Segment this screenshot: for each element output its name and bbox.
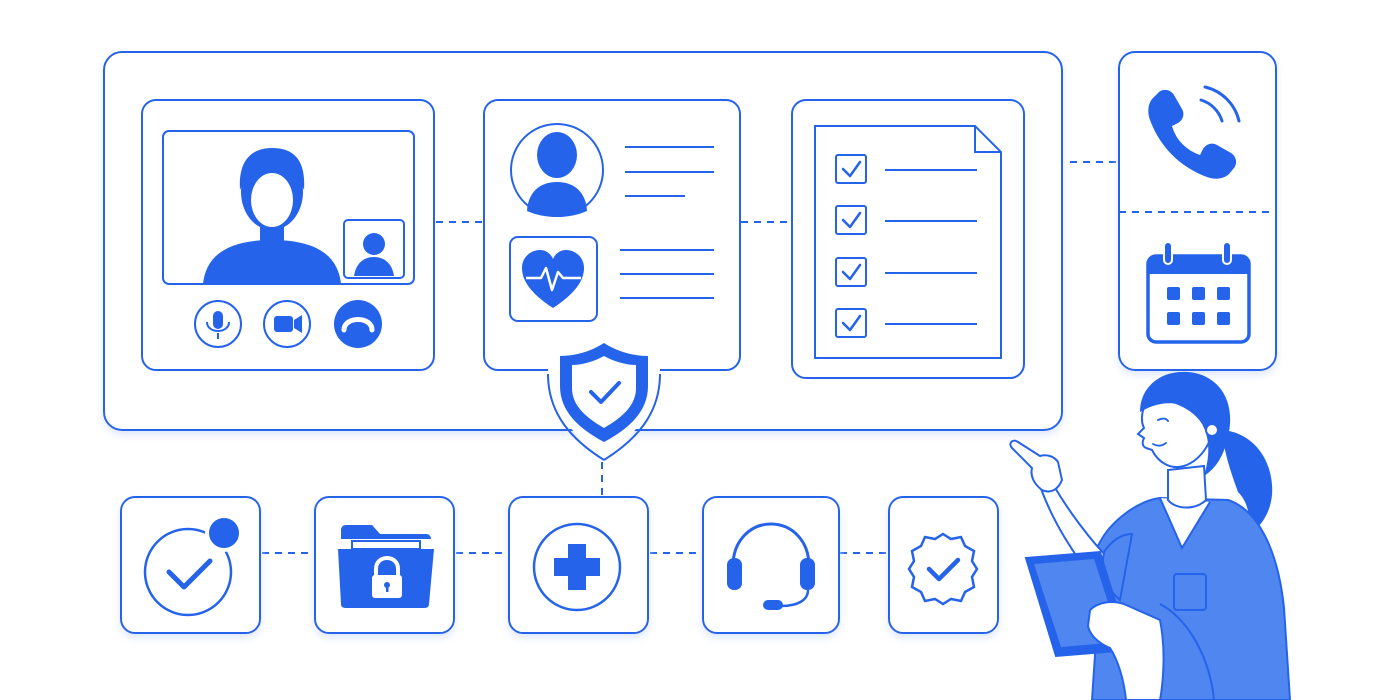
calendar-icon bbox=[1146, 241, 1251, 344]
checklist-card bbox=[791, 99, 1025, 379]
microphone-button[interactable] bbox=[194, 300, 242, 348]
video-call-card bbox=[141, 99, 435, 371]
checklist-item[interactable] bbox=[835, 257, 977, 287]
document-icon bbox=[814, 125, 1002, 359]
heart-rate-frame bbox=[509, 236, 598, 322]
checklist-item[interactable] bbox=[835, 308, 977, 338]
phone-call-icon bbox=[1148, 89, 1237, 179]
patient-profile-card bbox=[483, 99, 741, 371]
headset-tile[interactable] bbox=[702, 496, 840, 634]
scrub-pocket bbox=[1173, 573, 1207, 611]
verified-badge-tile[interactable] bbox=[888, 496, 999, 634]
checkbox-checked-icon bbox=[841, 314, 862, 332]
checkbox-checked-icon bbox=[841, 211, 862, 229]
security-badge bbox=[547, 338, 661, 461]
shield-check-icon bbox=[560, 343, 648, 442]
locked-folder-tile[interactable] bbox=[314, 496, 455, 634]
checkbox-checked-icon bbox=[841, 160, 862, 178]
patient-avatar-icon bbox=[527, 132, 587, 217]
headset-icon bbox=[727, 522, 815, 610]
check-circle-notification-icon bbox=[143, 514, 243, 617]
phone-call-button[interactable] bbox=[1148, 85, 1241, 179]
camera-icon bbox=[274, 315, 302, 333]
verified-badge-icon bbox=[907, 532, 979, 606]
self-avatar-icon bbox=[354, 233, 394, 276]
hang-up-button[interactable] bbox=[334, 300, 382, 348]
locked-folder-icon bbox=[338, 525, 434, 608]
heart-rate-icon bbox=[522, 250, 584, 308]
microphone-icon bbox=[206, 311, 230, 339]
medical-cross-tile[interactable] bbox=[508, 496, 649, 634]
check-circle-notification-tile[interactable] bbox=[120, 496, 261, 634]
checkbox-checked-icon bbox=[841, 263, 862, 281]
checklist-item[interactable] bbox=[835, 154, 977, 184]
nurse-illustration bbox=[1009, 371, 1292, 700]
hang-up-icon bbox=[341, 317, 375, 333]
medical-cross-icon bbox=[532, 522, 622, 612]
checklist-item[interactable] bbox=[835, 205, 977, 235]
camera-button[interactable] bbox=[263, 300, 311, 348]
calendar-button[interactable] bbox=[1146, 241, 1251, 344]
